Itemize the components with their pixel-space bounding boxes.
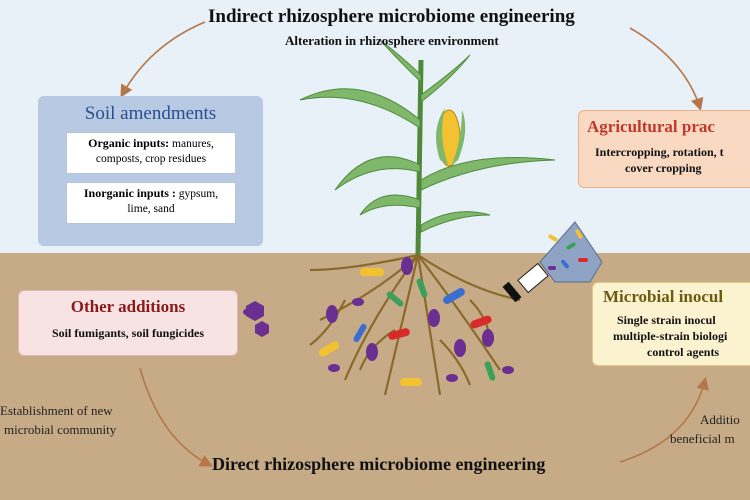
leaf xyxy=(334,156,421,191)
leaf xyxy=(420,157,556,191)
microbe-oval xyxy=(401,257,413,275)
leaf xyxy=(359,194,421,216)
microbe-oval xyxy=(366,343,378,361)
microbe-rod xyxy=(353,323,367,343)
microbe-rod xyxy=(416,278,428,298)
soil-amendments-header: Soil amendments xyxy=(84,103,217,124)
corn-husk xyxy=(452,110,466,165)
inorganic-inputs-label: Inorganic inputs : xyxy=(83,186,176,200)
arrow-top-left xyxy=(120,21,206,98)
inorganic-inputs-items-1: gypsum, xyxy=(178,188,219,200)
plant-stem xyxy=(415,59,424,256)
microbe-rod xyxy=(386,291,404,307)
inorganic-inputs-items-2: lime, sand xyxy=(127,203,175,215)
other-additions-line-1: Soil fumigants, soil fungicides xyxy=(51,326,205,340)
organic-inputs-items-1: manures, xyxy=(172,138,214,150)
microbe-oval xyxy=(446,374,458,382)
microbe-rod xyxy=(470,315,492,329)
microbes xyxy=(243,257,514,386)
microbe-oval xyxy=(502,366,514,374)
microbe-rod xyxy=(400,378,422,386)
microbial-inoculants-box: Microbial inocul Single strain inocul mu… xyxy=(592,282,750,366)
other-additions-header: Other additions xyxy=(70,297,186,316)
other-additions-box: Other additions Soil fumigants, soil fun… xyxy=(18,290,238,356)
microbe-oval xyxy=(482,329,494,347)
microbe-rod xyxy=(388,328,410,340)
corn-husk xyxy=(436,108,448,165)
microbe-rod xyxy=(484,361,496,381)
leaf xyxy=(299,88,421,129)
top-subtitle: Alteration in rhizosphere environment xyxy=(285,33,499,48)
left-note-line-1: Establishment of new xyxy=(0,403,113,418)
leaf xyxy=(420,211,491,233)
microbe-oval xyxy=(454,339,466,357)
soil-amendments-box: Soil amendments Organic inputs: manures,… xyxy=(38,96,263,246)
microbe-rod xyxy=(360,268,384,276)
microbe-oval xyxy=(352,298,364,306)
leaf xyxy=(420,54,471,104)
arrow-bottom-right xyxy=(619,376,709,463)
microbe-oval xyxy=(243,308,257,316)
bottom-title: Direct rhizosphere microbiome engineerin… xyxy=(212,454,546,474)
agricultural-practices-line-1: Intercropping, rotation, t xyxy=(595,145,724,159)
microbe-oval xyxy=(326,305,338,323)
agricultural-practices-header: Agricultural prac xyxy=(587,117,715,136)
top-title: Indirect rhizosphere microbiome engineer… xyxy=(208,6,575,27)
agricultural-practices-box: Agricultural prac Intercropping, rotatio… xyxy=(578,110,750,188)
microbe-hex xyxy=(255,321,269,337)
organic-inputs-label: Organic inputs: xyxy=(88,136,170,150)
microbe-rod xyxy=(443,288,465,304)
organic-inputs-items-2: composts, crop residues xyxy=(95,153,207,165)
arrow-bottom-left xyxy=(139,367,213,467)
microbial-inoculants-line-3: control agents xyxy=(647,345,720,359)
inoculant-flask xyxy=(502,221,603,303)
left-note-line-2: microbial community xyxy=(4,422,117,437)
microbe-oval xyxy=(428,309,440,327)
agricultural-practices-line-2: cover cropping xyxy=(625,161,702,175)
microbial-inoculants-line-2: multiple-strain biologi xyxy=(613,329,728,343)
microbe-rod xyxy=(318,341,340,357)
right-note-line-1: Additio xyxy=(700,412,740,427)
inorganic-inputs-panel: Inorganic inputs : gypsum, lime, sand xyxy=(66,182,236,224)
arrow-top-right xyxy=(629,27,704,112)
right-note-line-2: beneficial m xyxy=(670,431,735,446)
microbe-oval xyxy=(328,364,340,372)
microbial-inoculants-line-1: Single strain inocul xyxy=(617,313,716,327)
leaf xyxy=(379,39,422,84)
organic-inputs-panel: Organic inputs: manures, composts, crop … xyxy=(66,132,236,174)
microbial-inoculants-header: Microbial inocul xyxy=(603,287,724,306)
